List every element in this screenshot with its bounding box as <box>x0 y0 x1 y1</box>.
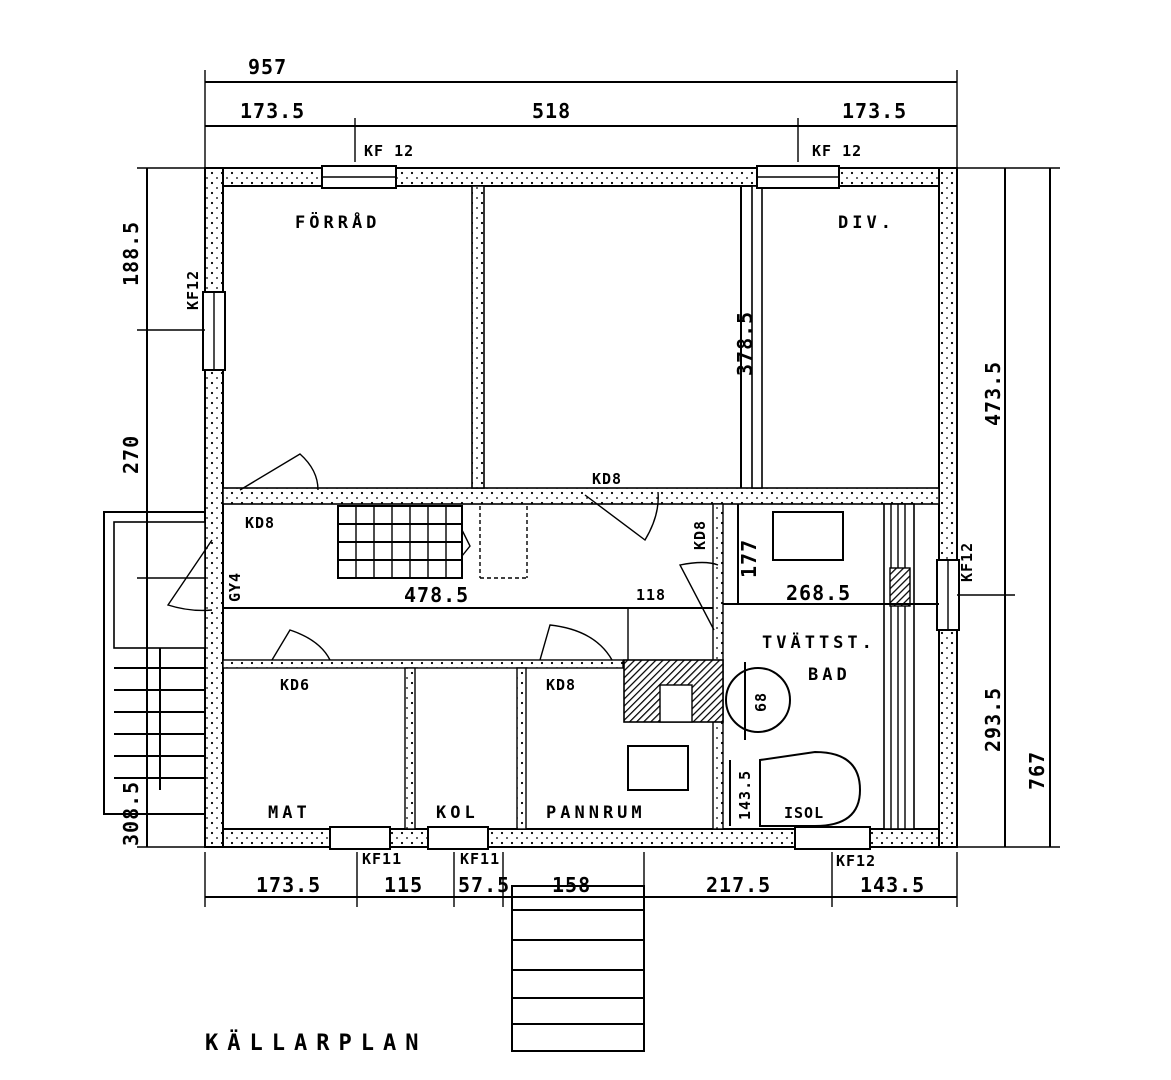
door-label-gy4: GY4 <box>226 572 244 602</box>
window-label-kf12-top-right: KF 12 <box>812 142 862 160</box>
dim-left-2: 270 <box>119 435 143 474</box>
room-label-forrad: FÖRRÅD <box>295 210 380 233</box>
window-label-kf11-b: KF11 <box>460 850 500 868</box>
dim-118: 118 <box>636 586 666 604</box>
room-label-mat: MAT <box>268 803 311 823</box>
room-label-kol: KOL <box>436 803 479 823</box>
dim-bottom-4: 158 <box>552 873 591 897</box>
windows <box>202 165 960 850</box>
room-label-bad: BAD <box>808 665 851 685</box>
dim-143-vertical: 143.5 <box>736 770 754 820</box>
dim-bottom-1: 173.5 <box>256 873 321 897</box>
dim-right-1: 473.5 <box>981 361 1005 426</box>
dim-left-1: 188.5 <box>119 221 143 286</box>
window-label-kf12-left: KF12 <box>184 270 202 310</box>
dim-bottom-6: 143.5 <box>860 873 925 897</box>
dim-68: 68 <box>752 692 770 712</box>
dim-177: 177 <box>737 539 761 578</box>
door-label-kd8-hall: KD8 <box>245 514 275 532</box>
dim-total-width: 957 <box>248 55 287 79</box>
label-isol: ISOL <box>784 804 824 822</box>
interior-stairs <box>337 505 528 579</box>
dim-bottom-3: 57.5 <box>458 873 510 897</box>
dim-top-mid: 518 <box>532 99 571 123</box>
window-label-kf12-right: KF12 <box>958 542 976 582</box>
room-label-pannrum: PANNRUM <box>546 803 646 823</box>
bathroom-fixtures <box>627 503 915 830</box>
dimension-lines <box>137 70 1060 907</box>
dim-hall-length: 478.5 <box>404 583 469 607</box>
dim-bottom-2: 115 <box>384 873 423 897</box>
window-labels: KF 12 KF 12 KF12 KF12 KF11 KF11 KF12 ISO… <box>184 142 976 870</box>
dim-inner-vertical: 378.5 <box>733 311 757 376</box>
plan-title: KÄLLARPLAN <box>205 1030 427 1056</box>
dim-right-2: 293.5 <box>981 687 1005 752</box>
door-label-kd8-pannrum: KD8 <box>546 676 576 694</box>
room-labels: FÖRRÅD DIV. TVÄTTST. BAD MAT KOL PANNRUM <box>268 210 895 823</box>
door-labels: KD8 KD8 KD8 KD6 KD8 GY4 <box>226 470 709 694</box>
room-label-tvattst: TVÄTTST. <box>762 631 876 653</box>
outer-walls <box>204 167 958 848</box>
window-label-kf11-a: KF11 <box>362 850 402 868</box>
dim-top-left: 173.5 <box>240 99 305 123</box>
dim-top-right: 173.5 <box>842 99 907 123</box>
dim-bottom-5: 217.5 <box>706 873 771 897</box>
dim-left-3: 308.5 <box>119 781 143 846</box>
entrance-stairs-bottom <box>511 885 645 1052</box>
dim-right-total: 767 <box>1025 751 1049 790</box>
window-label-kf12-top-left: KF 12 <box>364 142 414 160</box>
door-label-kd6: KD6 <box>280 676 310 694</box>
dimension-labels: 957 173.5 518 173.5 188.5 270 308.5 378.… <box>119 55 1049 897</box>
room-label-div: DIV. <box>838 213 895 233</box>
interior-walls <box>222 185 940 830</box>
door-label-kd8-top: KD8 <box>592 470 622 488</box>
entrance-stairs-left <box>103 511 206 815</box>
dim-268: 268.5 <box>786 581 851 605</box>
door-label-kd8-vertical: KD8 <box>691 520 709 550</box>
window-label-kf12-bottom: KF12 <box>836 852 876 870</box>
door-swings <box>166 453 719 661</box>
